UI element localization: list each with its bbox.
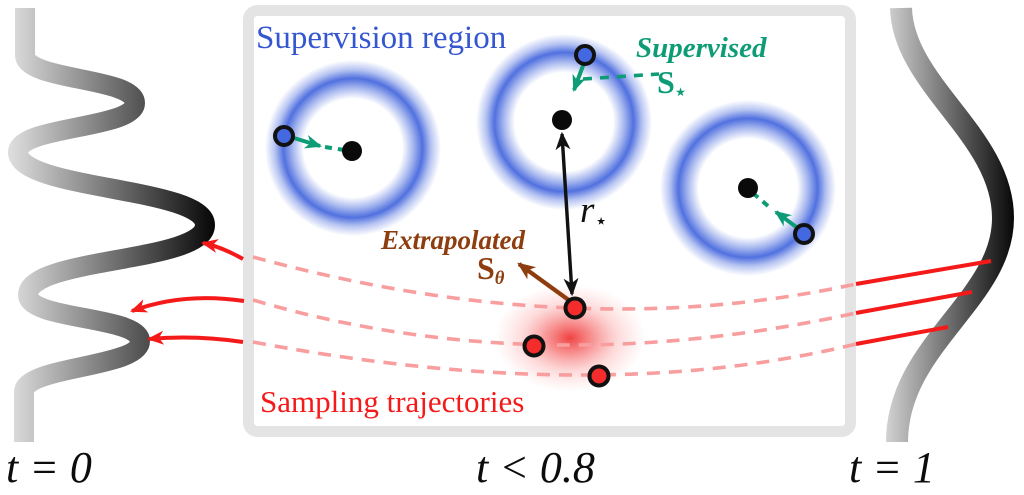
trajectory-arrow-left xyxy=(146,330,244,345)
sampling-trajectories-label: Sampling trajectories xyxy=(260,384,525,419)
extrapolated-label: Extrapolated xyxy=(381,225,526,255)
time-label-t0: t = 0 xyxy=(6,443,92,492)
supervised-step-arrow xyxy=(293,134,345,152)
right-distribution-curve xyxy=(886,7,1015,443)
supervised-arrow xyxy=(572,62,586,92)
trajectory-line-right xyxy=(855,259,992,286)
ring-edge-sample-dot xyxy=(574,44,596,66)
trajectory-lines-right xyxy=(855,259,992,346)
radius-label-base: r xyxy=(580,190,595,231)
sampling-blob xyxy=(494,284,646,392)
supervision-region-title: Supervision region xyxy=(256,20,507,56)
extrapolated-symbol-base: S xyxy=(477,250,495,286)
supervised-step-arrow xyxy=(752,192,801,231)
extrapolated-step-arrow xyxy=(517,262,572,303)
time-label-t1: t = 1 xyxy=(849,443,935,492)
left-distribution-curve xyxy=(7,8,216,442)
trajectory-line-right xyxy=(855,325,949,346)
trajectory-arrow-left xyxy=(200,239,244,261)
sampling-trajectory-dashed xyxy=(252,340,857,377)
supervised-symbol: S⋆ xyxy=(657,66,686,103)
radius-arrow xyxy=(555,131,579,297)
supervised-dash-segment xyxy=(752,192,770,208)
sample-dot xyxy=(563,296,587,320)
supervised-symbol-base: S xyxy=(657,64,675,100)
supervised-step-arrow xyxy=(572,62,660,92)
extrapolated-symbol: Sθ xyxy=(477,252,504,289)
ring-edge-sample-dot xyxy=(273,125,295,147)
radius-label-sub: ⋆ xyxy=(594,209,608,233)
time-label-tmid: t < 0.8 xyxy=(476,443,595,492)
supervised-arrow xyxy=(293,134,323,149)
supervised-dash-segment xyxy=(324,145,345,152)
sample-dot xyxy=(522,334,546,358)
extrapolated-symbol-sub: θ xyxy=(494,268,505,290)
trajectory-line-right xyxy=(855,290,973,315)
supervised-symbol-sub: ⋆ xyxy=(674,82,687,104)
ring-center-dot xyxy=(342,141,362,161)
supervised-arrow xyxy=(774,210,801,231)
ring-center-dot xyxy=(738,178,758,198)
trajectory-arrows-left xyxy=(130,239,245,345)
supervised-label: Supervised xyxy=(636,32,767,64)
radius-label: r⋆ xyxy=(580,192,608,232)
ring-center-dot xyxy=(552,110,572,130)
ring-edge-sample-dot xyxy=(793,223,815,245)
trajectory-arrow-left xyxy=(130,296,245,313)
label-leader-dashes xyxy=(582,72,660,81)
sample-dot xyxy=(587,364,611,388)
